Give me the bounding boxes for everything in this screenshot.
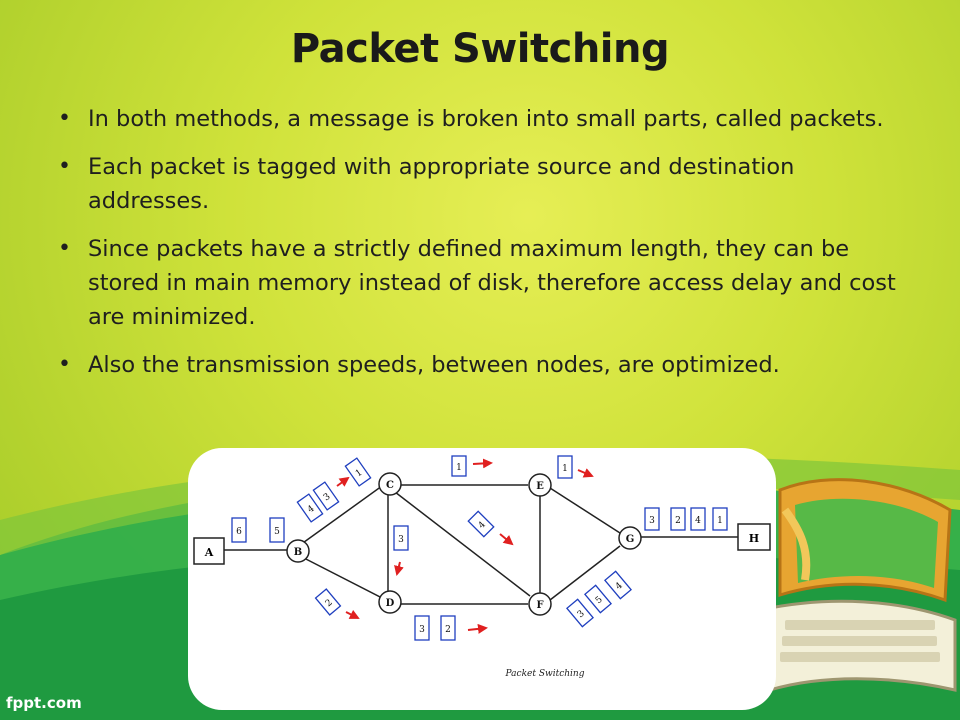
packet-box: 1 <box>712 507 728 531</box>
node-a: A <box>193 537 225 565</box>
direction-arrows <box>336 458 594 634</box>
node-label: H <box>749 532 759 545</box>
node-c: C <box>378 472 402 496</box>
svg-text:2: 2 <box>324 598 335 609</box>
packet-box: 2 <box>670 507 686 531</box>
bullet-item: Also the transmission speeds, between no… <box>58 348 908 382</box>
packet-box: 1 <box>557 455 573 479</box>
node-g: G <box>618 526 642 550</box>
slide-title: Packet Switching <box>290 26 670 72</box>
node-label: F <box>536 600 543 611</box>
packet-box: 3 <box>393 525 409 551</box>
svg-text:1: 1 <box>456 463 462 473</box>
packet-box: 2 <box>440 615 456 641</box>
svg-text:2: 2 <box>675 516 681 526</box>
svg-text:4: 4 <box>695 516 701 526</box>
node-label: B <box>294 547 302 558</box>
node-e: E <box>528 473 552 497</box>
node-label: A <box>204 546 214 559</box>
diagram-caption: Packet Switching <box>505 669 585 679</box>
svg-text:3: 3 <box>419 625 425 635</box>
packet-box: 3 <box>644 507 660 531</box>
node-label: D <box>386 598 395 609</box>
packet-box: 3 <box>414 615 430 641</box>
packet-box: 3 <box>566 598 594 628</box>
packet-box: 4 <box>690 507 706 531</box>
packet-switching-diagram: A H B C D E F G 6 5 4 3 1 1 1 <box>193 455 771 679</box>
node-label: G <box>626 534 635 545</box>
network-links <box>224 484 738 605</box>
svg-text:4: 4 <box>477 520 488 531</box>
laptop-illustration <box>758 478 957 692</box>
packet-box: 4 <box>296 493 324 523</box>
network-diagram-card: A H B C D E F G 6 5 4 3 1 1 1 <box>188 448 776 710</box>
svg-text:1: 1 <box>562 464 568 474</box>
footer-watermark: fppt.com <box>6 694 82 712</box>
packet-box: 6 <box>231 517 247 543</box>
packet-box: 4 <box>467 510 495 538</box>
svg-text:2: 2 <box>445 625 451 635</box>
packet-box: 5 <box>584 584 612 614</box>
svg-text:6: 6 <box>236 527 242 537</box>
packet-box: 1 <box>344 457 372 487</box>
packet-box: 1 <box>451 455 467 477</box>
svg-text:3: 3 <box>398 535 404 545</box>
svg-text:3: 3 <box>649 516 655 526</box>
svg-text:1: 1 <box>717 516 723 526</box>
node-b: B <box>286 539 310 563</box>
node-label: E <box>536 481 544 492</box>
svg-text:4: 4 <box>306 504 317 516</box>
packet-box: 2 <box>314 588 342 616</box>
svg-text:3: 3 <box>322 492 333 504</box>
packet-box: 5 <box>269 517 285 543</box>
svg-text:5: 5 <box>594 595 605 607</box>
packet-box: 3 <box>312 481 340 511</box>
node-label: C <box>386 480 394 491</box>
bullet-list: In both methods, a message is broken int… <box>58 102 908 396</box>
node-f: F <box>528 592 552 616</box>
svg-text:4: 4 <box>614 581 625 593</box>
node-h: H <box>737 523 771 551</box>
node-d: D <box>378 590 402 614</box>
packet-box: 4 <box>604 570 632 600</box>
svg-text:1: 1 <box>354 468 364 479</box>
bullet-item: Since packets have a strictly defined ma… <box>58 232 908 334</box>
bullet-item: Each packet is tagged with appropriate s… <box>58 150 908 218</box>
bullet-item: In both methods, a message is broken int… <box>58 102 908 136</box>
svg-text:5: 5 <box>274 527 280 537</box>
svg-text:3: 3 <box>576 609 587 621</box>
